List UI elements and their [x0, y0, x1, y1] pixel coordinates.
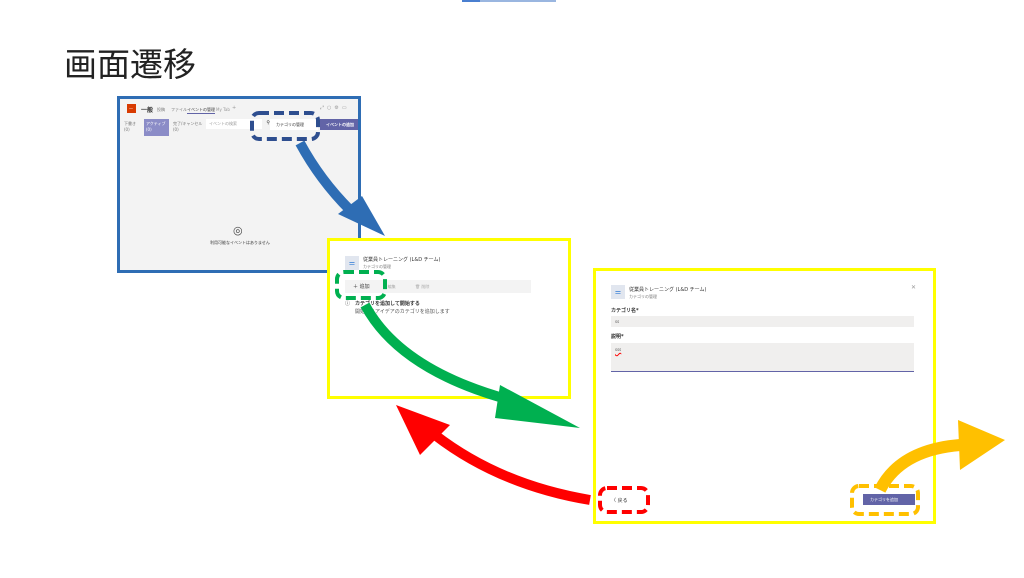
screenshot-add-category: ⚌ 従業員トレーニング (L&D チーム) カテゴリの管理 ✕ カテゴリ名* s… — [593, 268, 936, 524]
info-title: カテゴリを追加して開始する — [355, 301, 420, 307]
team-name: 従業員トレーニング (L&D チーム) — [629, 287, 707, 293]
manage-categories-button[interactable]: カテゴリの管理 — [270, 119, 318, 130]
add-button[interactable]: ＋ 追加 — [353, 284, 370, 290]
delete-button[interactable]: 🗑 削除 — [415, 284, 430, 289]
screenshot-category-list: ⚌ 従業員トレーニング (L&D チーム) カテゴリの管理 ＋ 追加 ✎ 編集 … — [327, 238, 571, 399]
edit-button[interactable]: ✎ 編集 — [383, 284, 396, 289]
info-text: 開始するアイデアのカテゴリを追加します — [355, 309, 450, 315]
filter-draft[interactable]: 下書き (0) — [124, 121, 136, 132]
tab-mytab[interactable]: My Tab — [216, 107, 230, 112]
app-icon: 一 — [127, 104, 136, 113]
back-button[interactable]: 〈 戻る — [611, 498, 628, 504]
category-name-input[interactable]: ss — [611, 316, 914, 327]
tab-event-management[interactable]: イベントの管理 — [187, 107, 215, 114]
subtitle: カテゴリの管理 — [363, 264, 391, 269]
team-name: 従業員トレーニング (L&D チーム) — [363, 257, 441, 263]
slide-title: 画面遷移 — [64, 45, 196, 84]
team-icon: ⚌ — [345, 256, 359, 270]
toolbar: ＋ 追加 ✎ 編集 🗑 削除 — [345, 280, 531, 293]
tab-posts[interactable]: 投稿 — [157, 107, 165, 112]
add-event-button[interactable]: イベントの追加 — [320, 119, 358, 130]
empty-message: 利用可能なイベントはありません — [210, 240, 270, 245]
team-icon: ⚌ — [611, 285, 625, 299]
window-controls-icon[interactable]: ⤢○⚙▭ — [320, 105, 350, 111]
description-label: 説明* — [611, 334, 624, 340]
screenshot-event-management: 一 一般 投稿 ファイル イベントの管理 My Tab + ⤢○⚙▭ 下書き (… — [117, 96, 361, 273]
add-tab-button[interactable]: + — [232, 105, 237, 111]
search-input[interactable]: イベントの検索⚲ — [206, 119, 270, 129]
channel-name: 一般 — [141, 107, 154, 114]
subtitle: カテゴリの管理 — [629, 294, 657, 299]
category-name-label: カテゴリ名* — [611, 308, 639, 314]
add-category-button[interactable]: カテゴリを追加 — [863, 494, 915, 505]
filter-active[interactable]: アクティブ (0) — [144, 119, 169, 136]
filter-done[interactable]: 完了/キャンセル (0) — [173, 121, 203, 132]
top-accent-line — [462, 0, 556, 2]
info-icon: ⓘ — [345, 301, 351, 307]
close-icon[interactable]: ✕ — [911, 284, 917, 291]
red-arrow — [396, 405, 591, 505]
tab-files[interactable]: ファイル — [171, 107, 187, 112]
description-input[interactable]: sss — [611, 343, 914, 372]
eye-icon: ◎ — [233, 224, 243, 237]
